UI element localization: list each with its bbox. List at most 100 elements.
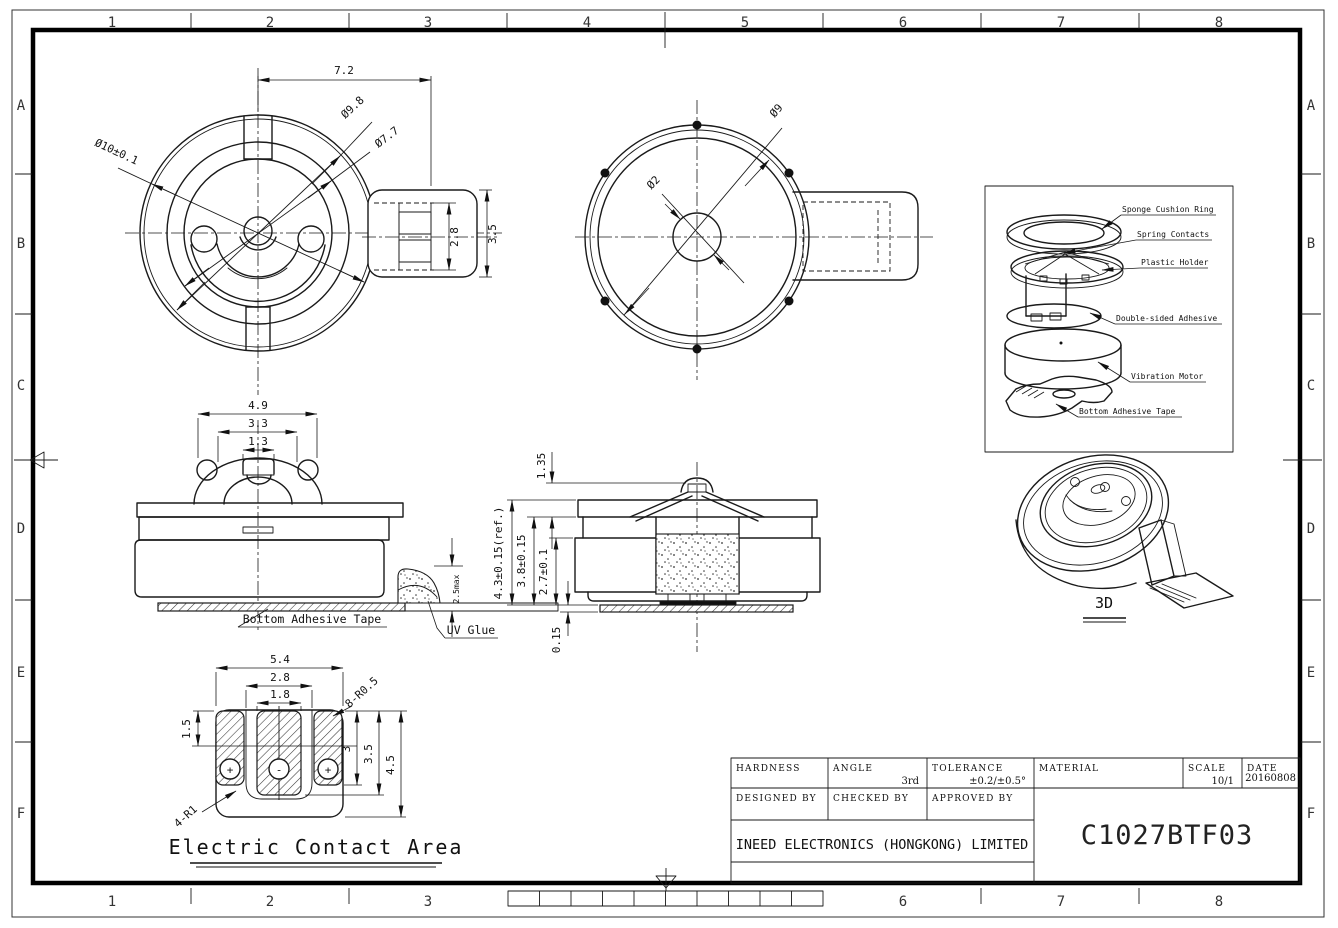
company-name: INEED ELECTRONICS (HONGKONG) LIMITED [736, 837, 1029, 853]
row-label-right: A [1307, 98, 1316, 114]
dim-dia-7-7: Ø7.7 [372, 124, 401, 150]
row-label-right: B [1307, 236, 1315, 252]
side-holder [193, 457, 323, 505]
col-label-top: 6 [899, 15, 907, 31]
date-label: DATE [1247, 764, 1278, 774]
col-label-bottom: 2 [266, 894, 274, 910]
dim-2-7: 2.7±0.1 [537, 549, 550, 595]
material-label: MATERIAL [1039, 764, 1099, 774]
col-label-top: 7 [1057, 15, 1065, 31]
dim-2-5max: 2.5max [452, 574, 461, 603]
scale-label: SCALE [1188, 764, 1226, 774]
exploded-labels: Sponge Cushion Ring Spring Contacts Plas… [1055, 205, 1222, 418]
col-label-bottom: 6 [899, 894, 907, 910]
designed-by-label: DESIGNED BY [736, 794, 817, 804]
label-spring-contacts: Spring Contacts [1137, 230, 1209, 239]
date-value: 20160808 [1245, 773, 1296, 784]
holder-tab [362, 189, 500, 278]
dim-dia-2: Ø2 [644, 173, 663, 192]
angle-value: 3rd [901, 776, 919, 787]
section-dimensions: 1.35 4.3±0.15(ref.) 3.8±0.15 2.7±0.1 0.1… [492, 452, 686, 653]
view-side: 4.9 3.3 1.3 2.5max Bottom Adhesive Tape … [134, 399, 559, 639]
tolerance-label: TOLERANCE [932, 764, 1003, 774]
dim-8-r0-5: 8-R0.5 [343, 674, 381, 710]
dim-0-15: 0.15 [550, 627, 563, 654]
section-spring [629, 477, 765, 522]
dim-1-35: 1.35 [535, 453, 548, 480]
grid-ticks [15, 12, 1322, 904]
col-label-bottom: 1 [108, 894, 116, 910]
dim-5-4: 5.4 [270, 653, 290, 666]
dim-1-3: 1.3 [248, 435, 268, 448]
dim-4-5: 4.5 [384, 755, 397, 775]
motor-dimensions: Ø9 Ø2 [623, 101, 786, 316]
label-uv-glue: UV Glue [447, 623, 496, 637]
weld-spots [600, 120, 794, 354]
side-tape-liner [404, 602, 559, 612]
label-plastic-holder: Plastic Holder [1141, 258, 1209, 267]
polarity-minus: - [276, 764, 283, 777]
col-label-top: 3 [424, 15, 432, 31]
dim-3-5-tab: 3.5 [486, 224, 499, 244]
view-3d: 3D [1015, 454, 1234, 623]
col-label-bottom: 8 [1215, 894, 1223, 910]
reference-ruler [507, 890, 824, 907]
view-motor-top: Ø9 Ø2 [575, 100, 933, 380]
angle-label: ANGLE [832, 764, 873, 774]
dim-4-r1: 4-R1 [171, 803, 199, 830]
scale-value: 10/1 [1212, 776, 1234, 787]
motor-tab [792, 191, 919, 281]
approved-by-label: APPROVED BY [931, 794, 1013, 804]
col-label-top: 8 [1215, 15, 1223, 31]
label-sponge-ring: Sponge Cushion Ring [1122, 205, 1214, 214]
col-label-top: 2 [266, 15, 274, 31]
view-section: 1.35 4.3±0.15(ref.) 3.8±0.15 2.7±0.1 0.1… [492, 452, 821, 653]
view-holder-top: 7.2 Ø9.8 Ø7.7 Ø10±0.1 2.8 3.5 [93, 64, 502, 395]
section-contacts [659, 593, 737, 606]
side-dimensions: 4.9 3.3 1.3 2.5max [197, 399, 463, 637]
dim-2-8-tab: 2.8 [448, 227, 461, 247]
col-label-bottom: 7 [1057, 894, 1065, 910]
dim-1-5: 1.5 [180, 719, 193, 739]
col-label-top: 4 [583, 15, 591, 31]
label-bottom-adhesive-tape: Bottom Adhesive Tape [243, 612, 382, 626]
contact-area-title: Electric Contact Area [169, 835, 464, 859]
row-label-left: E [17, 665, 25, 681]
row-label-left: D [17, 521, 25, 537]
exploded-parts [1004, 214, 1124, 418]
side-body [134, 502, 404, 598]
row-label-left: A [17, 98, 26, 114]
row-label-left: B [17, 236, 25, 252]
row-label-right: E [1307, 665, 1315, 681]
title-block: HARDNESS ANGLE 3rd TOLERANCE ±0.2/±0.5° … [730, 757, 1301, 884]
polarity-plus-left: + [227, 764, 234, 777]
dim-2-8: 2.8 [270, 671, 290, 684]
side-labels: Bottom Adhesive Tape UV Glue [237, 600, 498, 639]
holder-slots [243, 115, 273, 351]
section-adhesive-tape [599, 604, 794, 613]
section-core [655, 533, 740, 595]
dim-3-5: 3.5 [362, 744, 375, 764]
hardness-label: HARDNESS [736, 764, 801, 774]
row-label-left: F [17, 806, 25, 822]
dim-7-2: 7.2 [334, 64, 354, 77]
dim-4-9: 4.9 [248, 399, 268, 412]
col-label-bottom: 3 [424, 894, 432, 910]
dim-3-8: 3.8±0.15 [515, 535, 528, 588]
view-contact-area: + - + 5.4 2.8 1.8 1.5 3 3.5 4.5 8-R0.5 4… [169, 653, 464, 868]
iso-motor [1015, 454, 1234, 609]
col-label-top: 5 [741, 15, 749, 31]
dim-dia-10: Ø10±0.1 [93, 136, 141, 167]
label-vibration-motor: Vibration Motor [1131, 372, 1203, 381]
label-3d: 3D [1095, 594, 1113, 612]
tolerance-value: ±0.2/±0.5° [969, 776, 1026, 787]
label-double-sided-adhesive: Double-sided Adhesive [1116, 314, 1217, 323]
side-adhesive-tape [157, 602, 406, 612]
col-label-top: 1 [108, 15, 116, 31]
row-label-right: D [1307, 521, 1315, 537]
part-number: C1027BTF03 [1081, 820, 1254, 851]
row-label-right: C [1307, 378, 1315, 394]
row-label-right: F [1307, 806, 1315, 822]
row-label-left: C [17, 378, 25, 394]
sheet-frame: 1 2 3 4 5 6 7 8 1 2 3 6 7 8 A B C D E F … [11, 9, 1325, 918]
